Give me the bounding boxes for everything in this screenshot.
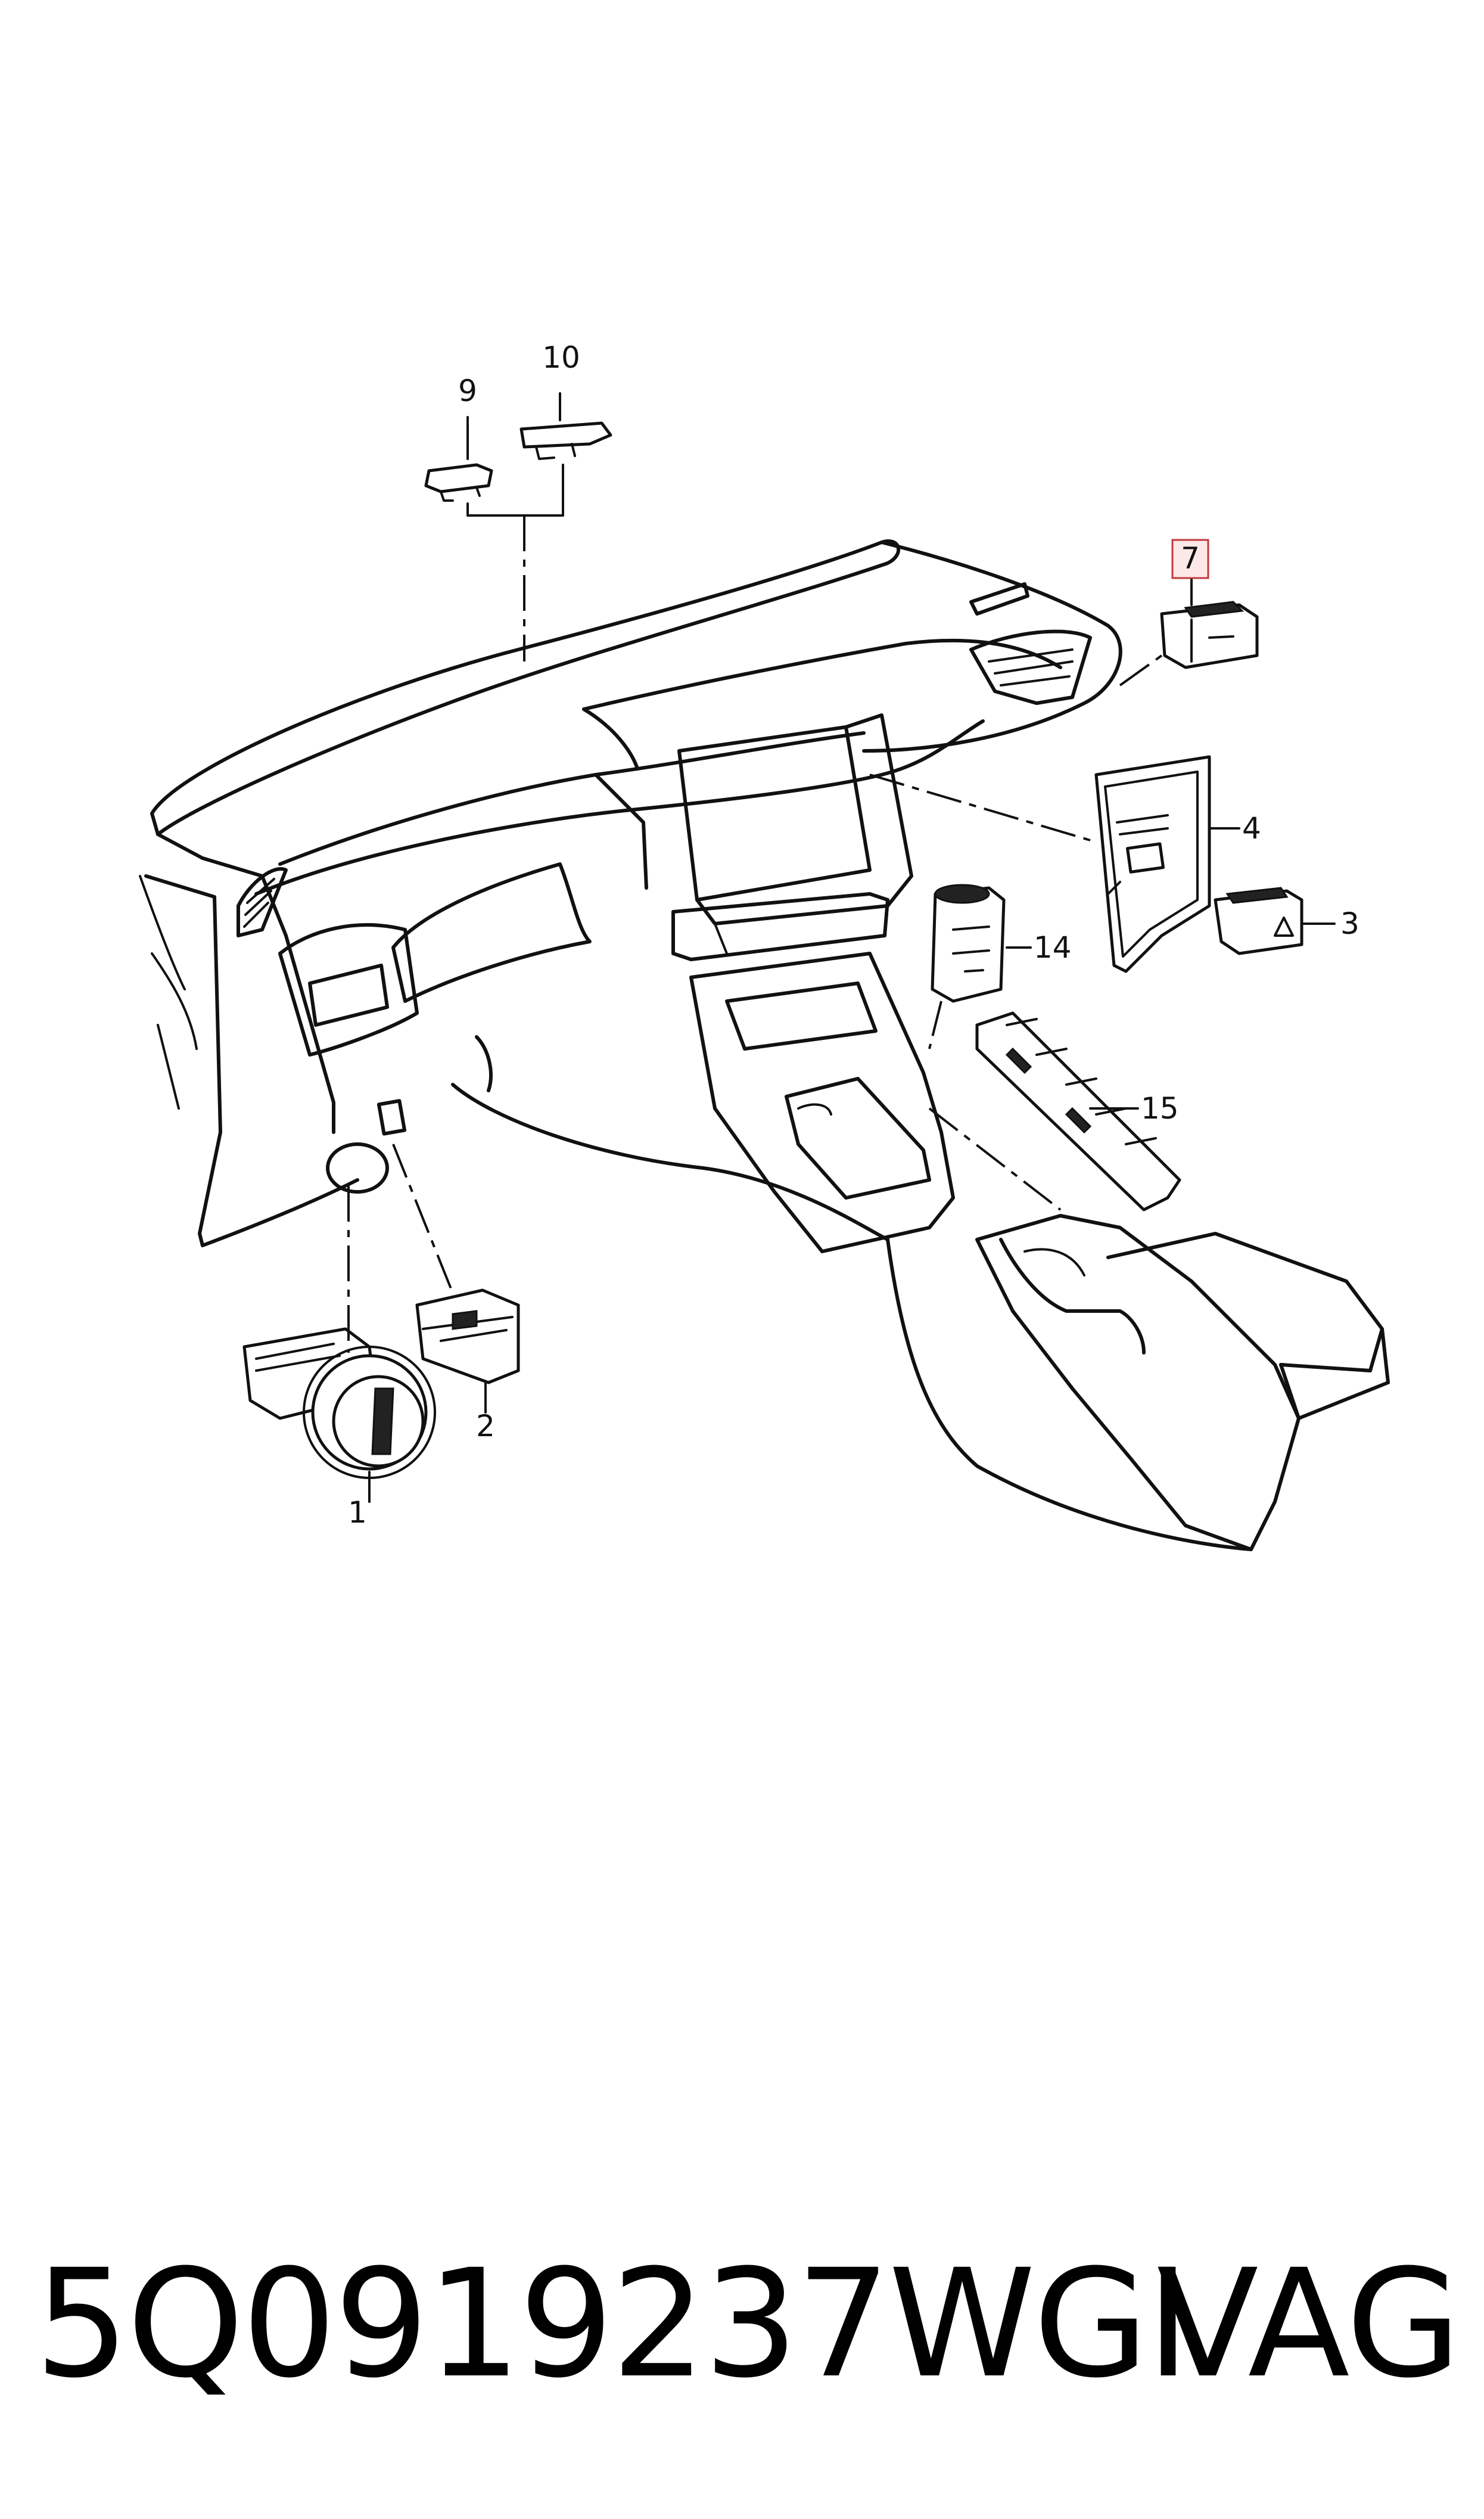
dash-switch-openings xyxy=(326,1099,407,1194)
part-7-switch xyxy=(1160,577,1259,669)
callout-3: 3 xyxy=(1340,906,1359,941)
part-2-switch xyxy=(415,1288,520,1384)
leader-15-b xyxy=(928,1107,1062,1211)
dashboard-outline xyxy=(139,539,1390,1551)
callout-1: 1 xyxy=(348,1495,367,1530)
part-number: 5Q0919237WGI xyxy=(35,2237,1190,2411)
part-3-hazard-switch xyxy=(1214,887,1303,955)
callout-9: 9 xyxy=(458,374,477,408)
part-15-switch-bank xyxy=(975,1011,1181,1212)
brand-label: VAG xyxy=(1156,2237,1461,2411)
callout-7-highlight xyxy=(1171,539,1209,579)
parts-diagram: 1 2 3 4 7 9 10 14 15 xyxy=(139,340,1390,1551)
dashboard-exploded-view: 1 2 3 4 7 9 10 14 15 xyxy=(139,340,1390,1551)
leader-7 xyxy=(1119,654,1163,687)
leader-4 xyxy=(869,774,1091,841)
callout-2: 2 xyxy=(476,1409,495,1443)
part-9-cover xyxy=(424,463,493,502)
callout-14: 14 xyxy=(1034,930,1072,965)
callout-labels: 1 2 3 4 7 9 10 14 15 xyxy=(348,340,1359,1530)
callout-4: 4 xyxy=(1242,811,1261,846)
leader-14-b xyxy=(928,1001,942,1049)
part-14-switch xyxy=(931,884,1006,1003)
part-4-panel xyxy=(1094,755,1211,973)
leader-2-top xyxy=(392,1144,454,1294)
bracket-9-10 xyxy=(466,392,564,661)
callout-7: 7 xyxy=(1181,541,1200,576)
part-10-cover xyxy=(519,421,612,460)
callout-15: 15 xyxy=(1141,1091,1179,1126)
footer: 5Q0919237WGI VAG xyxy=(0,2241,1484,2408)
callout-10: 10 xyxy=(542,340,580,375)
part-1-light-switch xyxy=(242,1327,436,1479)
